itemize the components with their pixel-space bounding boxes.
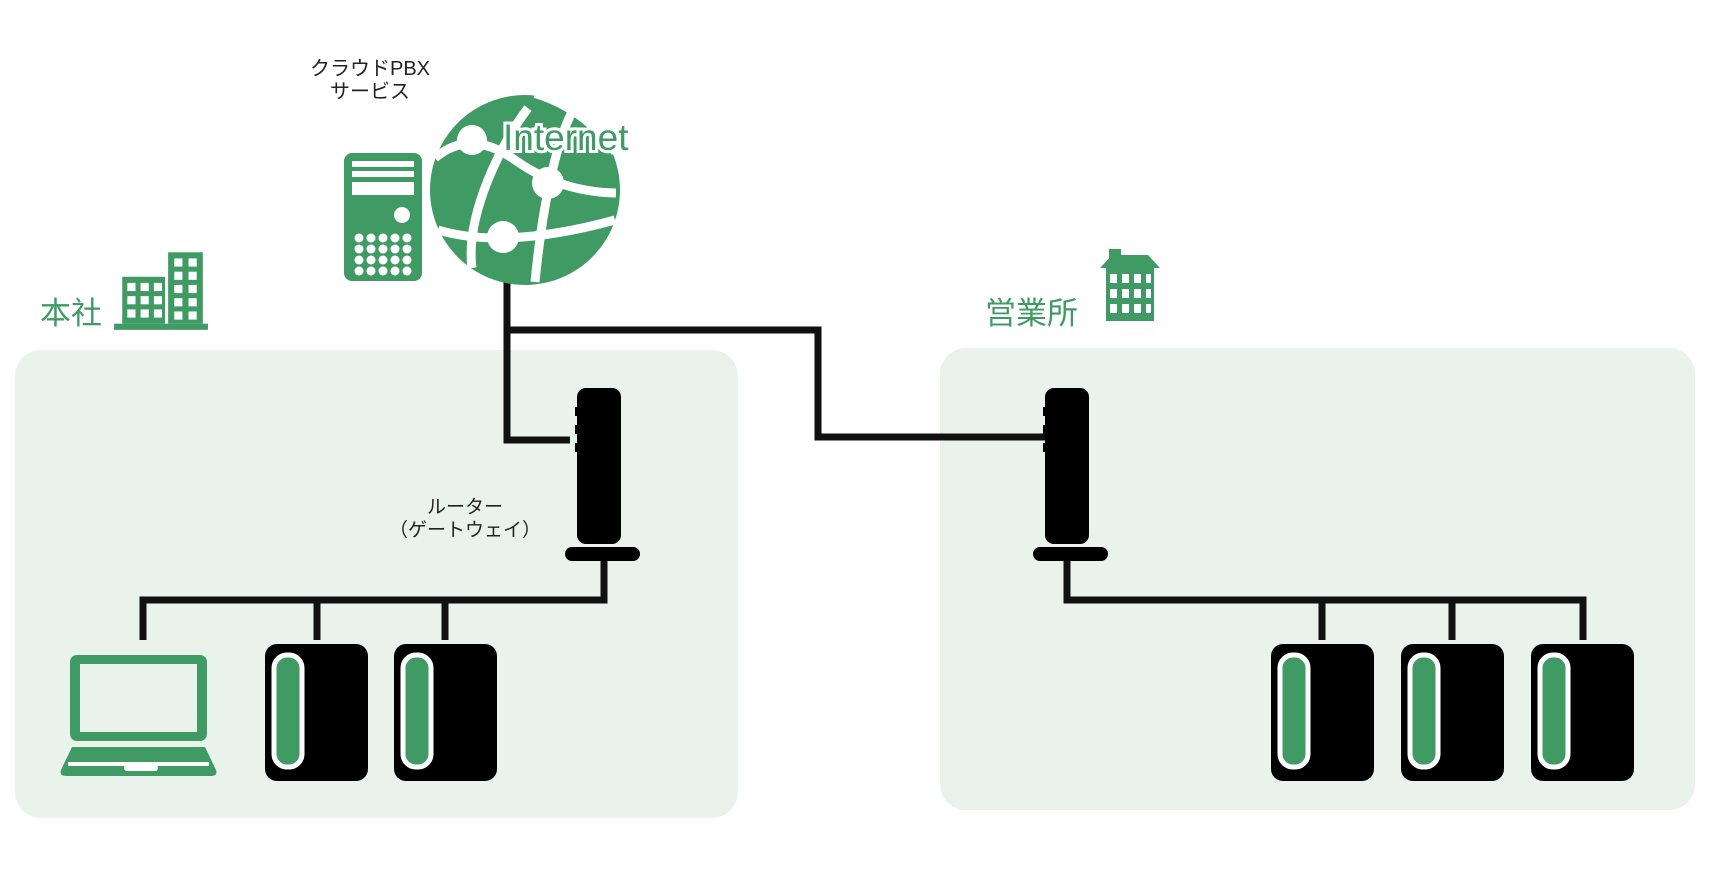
desk-phone-icon bbox=[1271, 644, 1374, 781]
internet-globe-icon: Internet bbox=[430, 90, 632, 285]
router-gateway-icon bbox=[565, 388, 640, 563]
headquarters-label: 本社 bbox=[40, 296, 102, 331]
router-label-line1: ルーター bbox=[426, 497, 503, 518]
cloud-pbx-label-line1: クラウドPBX bbox=[309, 58, 431, 80]
desk-phone-icon bbox=[265, 644, 368, 781]
router-gateway-label: ルーター （ゲートウェイ） bbox=[388, 496, 542, 542]
server-tower-icon bbox=[344, 153, 422, 281]
router-label-line2: （ゲートウェイ） bbox=[388, 520, 541, 541]
router-gateway-icon bbox=[1033, 388, 1108, 563]
cloud-pbx-label-line2: サービス bbox=[330, 81, 410, 103]
desk-phone-icon bbox=[1401, 644, 1504, 781]
small-building-icon bbox=[1100, 249, 1160, 321]
laptop-icon bbox=[60, 655, 217, 776]
cloud-pbx-label: クラウドPBX サービス bbox=[280, 58, 460, 104]
office-buildings-icon bbox=[114, 252, 208, 330]
desk-phone-icon bbox=[394, 644, 497, 781]
desk-phone-icon bbox=[1531, 644, 1634, 781]
branch-office-label: 営業所 bbox=[985, 296, 1078, 331]
internet-label: Internet bbox=[503, 117, 629, 158]
